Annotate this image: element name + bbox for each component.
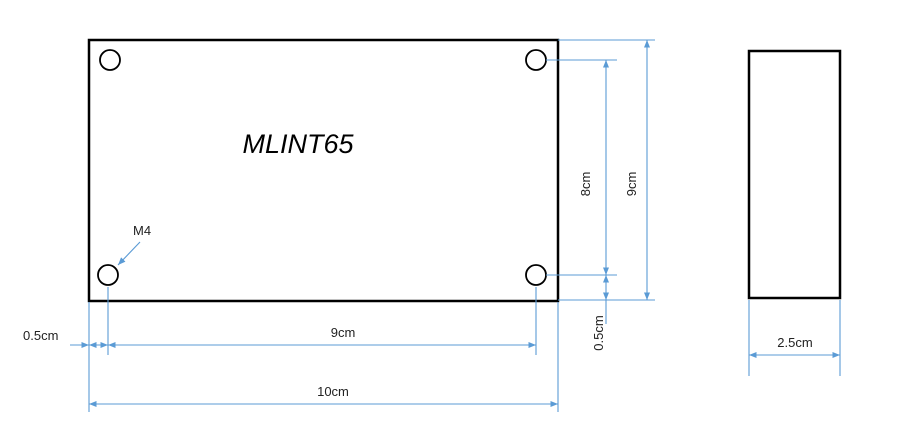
hole-size-label: M4 — [133, 223, 151, 238]
mounting-hole-top-right — [525, 49, 547, 71]
side-view-outline — [747, 49, 842, 300]
total-height-label: 9cm — [624, 172, 639, 197]
mounting-hole-bottom-left — [97, 264, 119, 286]
edge-offset-label: 0.5cm — [23, 328, 58, 343]
mounting-hole-bottom-right — [525, 264, 547, 286]
bottom-offset-label: 0.5cm — [591, 315, 606, 350]
total-width-label: 10cm — [317, 384, 349, 399]
board-title: MLINT65 — [242, 129, 354, 159]
hole-span-x-label: 9cm — [331, 325, 356, 340]
hole-span-y-label: 8cm — [578, 172, 593, 197]
thickness-label: 2.5cm — [777, 335, 812, 350]
board-outline — [87, 38, 560, 303]
mounting-hole-top-left — [99, 49, 121, 71]
hole-leader-arrow — [117, 241, 141, 266]
